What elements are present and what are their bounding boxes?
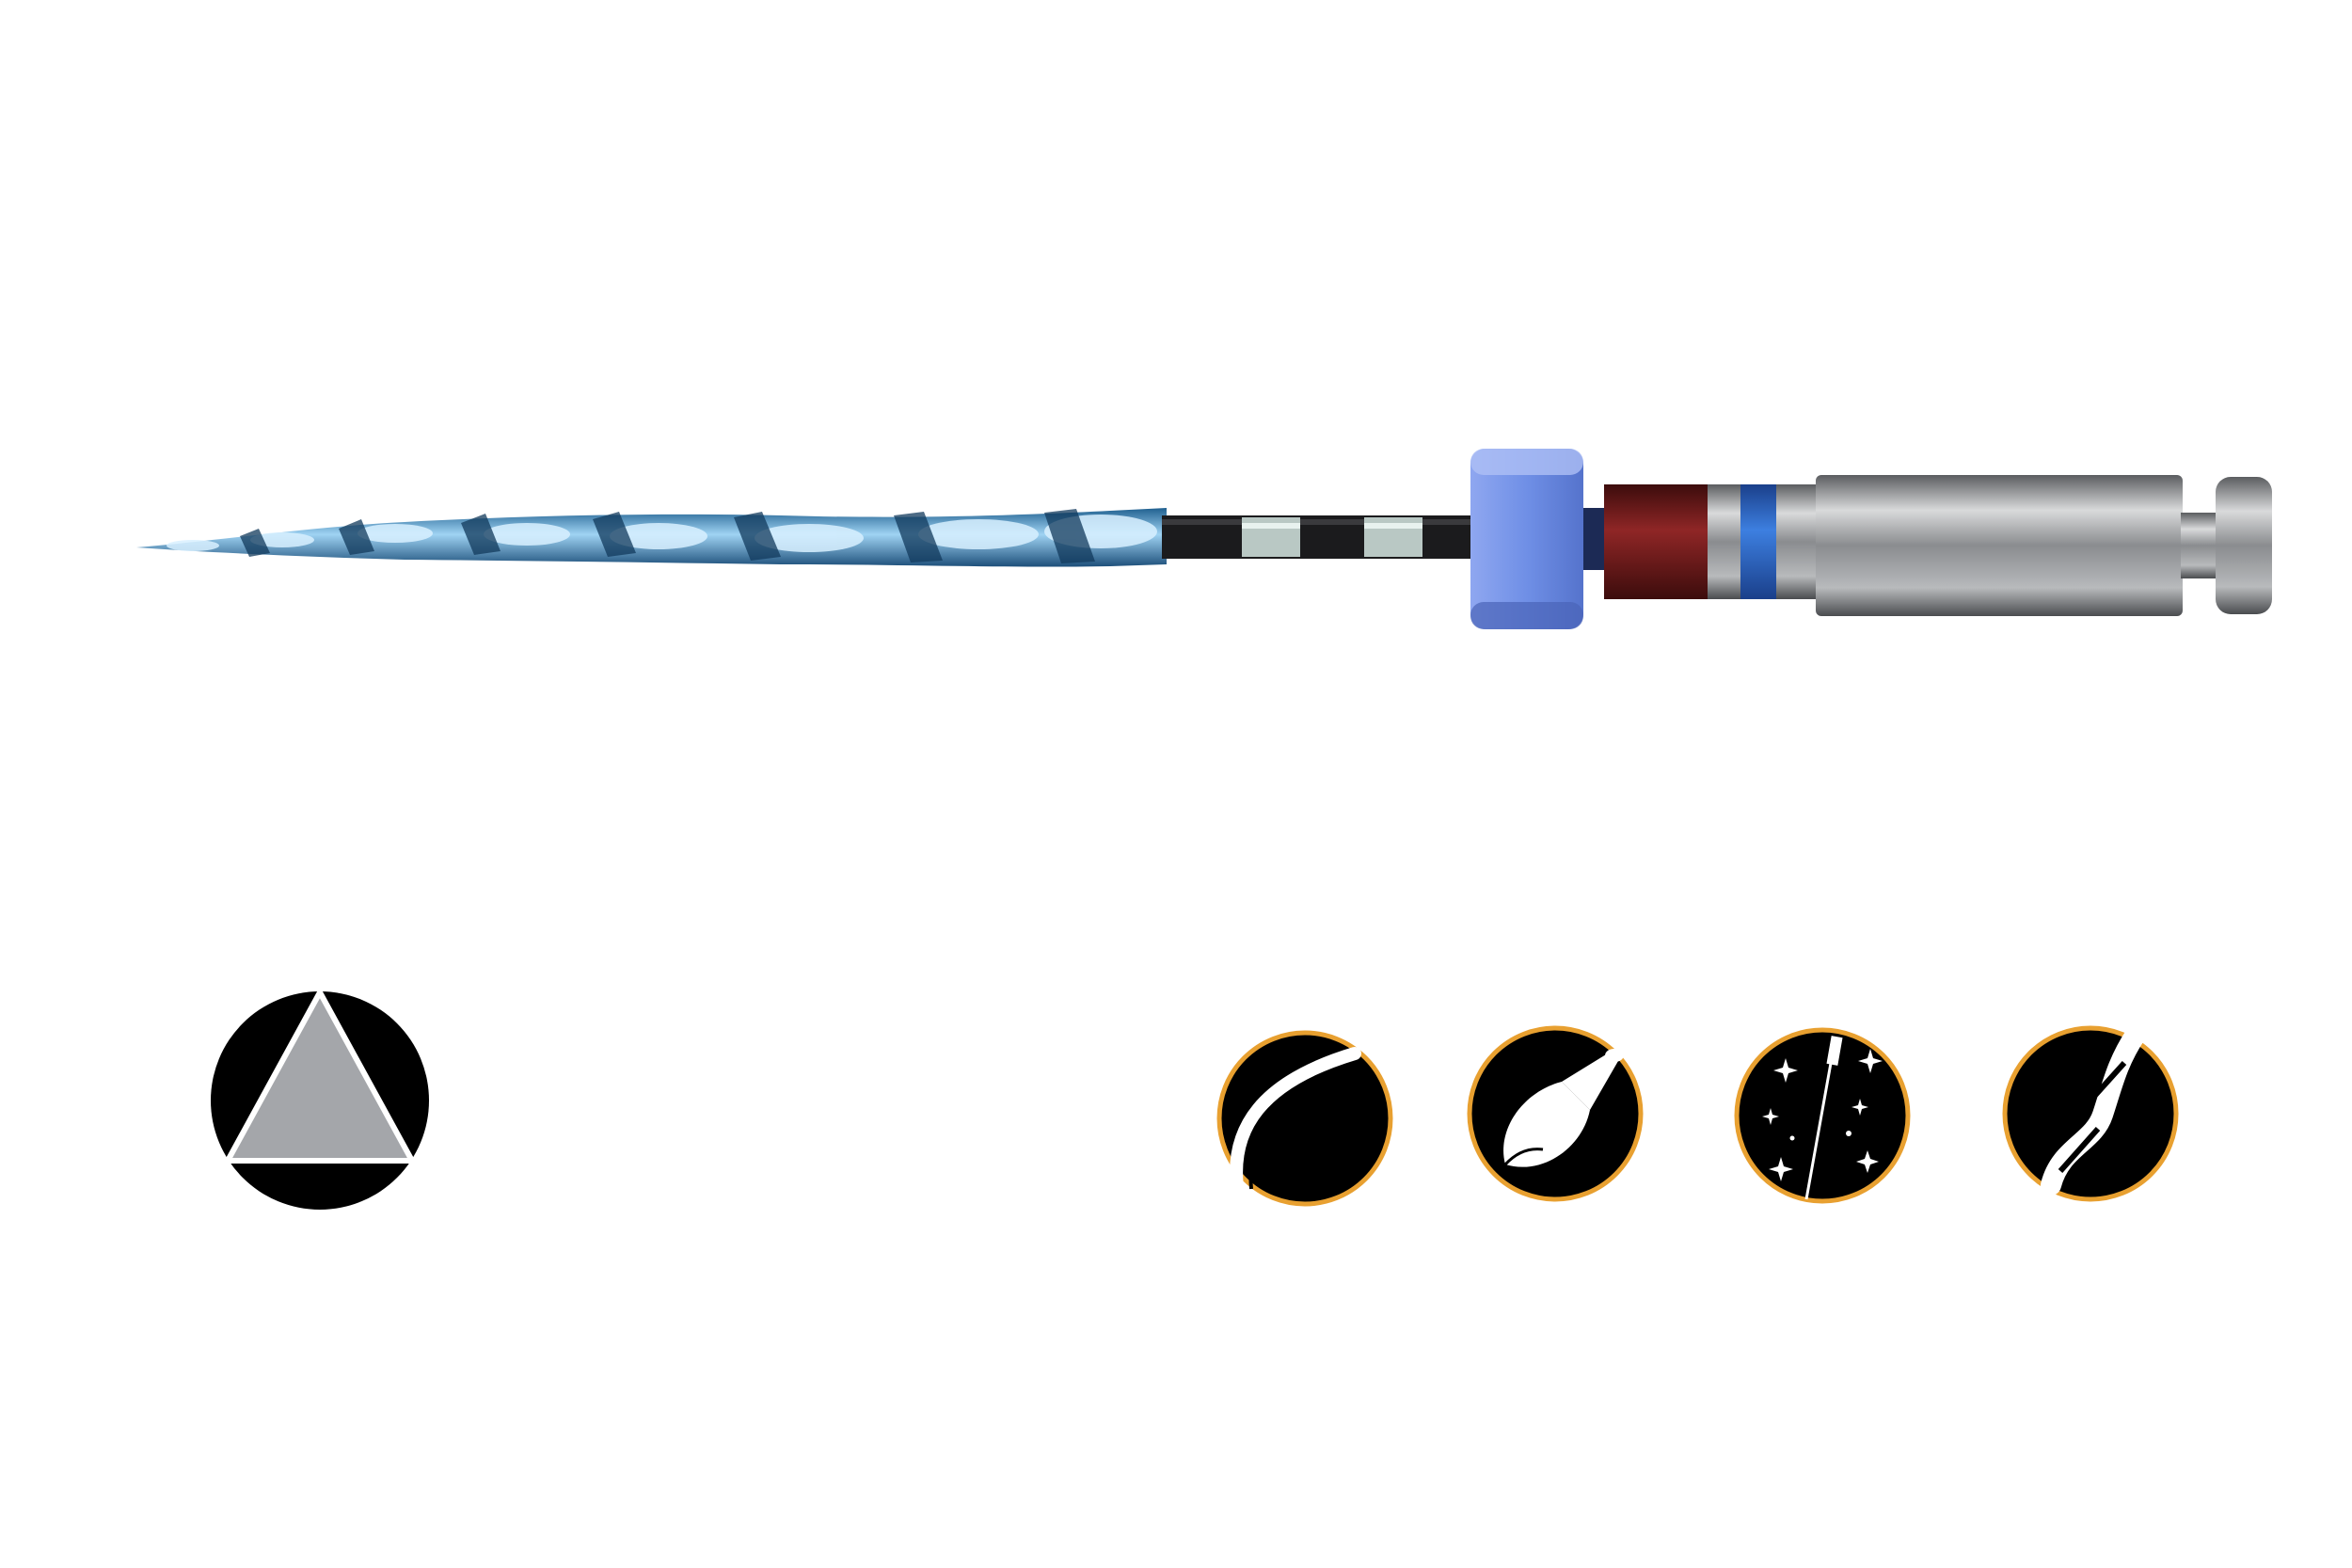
rubber-stopper: [1470, 449, 1583, 629]
sterile-file-sparkle-icon: [1734, 1027, 1911, 1204]
flexibility-curve-icon: [1216, 1030, 1393, 1207]
file-flute: [136, 508, 1167, 567]
twisted-flute-icon: [2002, 1024, 2179, 1202]
endodontic-file: [136, 449, 2272, 629]
triangular-cross-section-icon: [211, 986, 429, 1210]
debris-removal-brush-icon: [1467, 1025, 1644, 1202]
file-shaft: [1162, 515, 1472, 559]
file-handle: [1583, 475, 2272, 616]
